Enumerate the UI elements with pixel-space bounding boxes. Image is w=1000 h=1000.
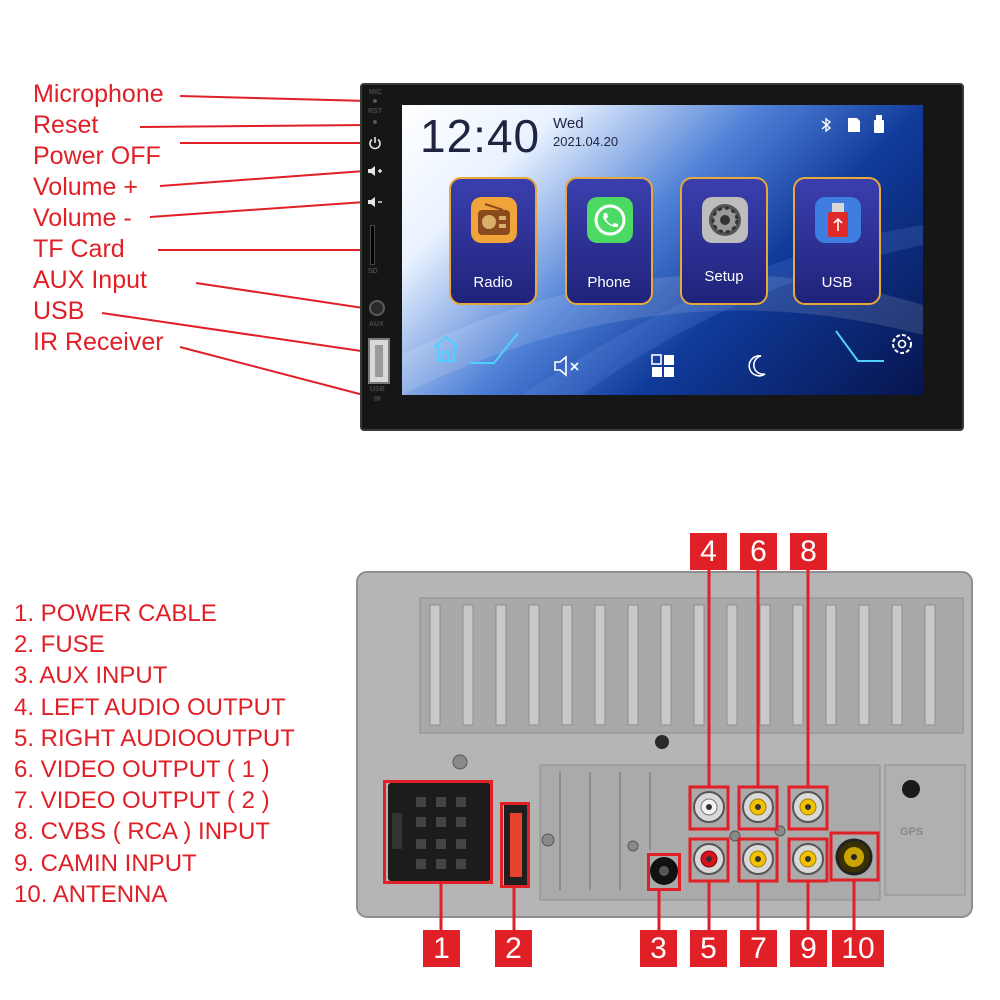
number-badge-1: 1: [423, 930, 460, 967]
clock-day: Wed: [553, 115, 584, 132]
volume-up-icon: [368, 166, 382, 176]
label-volume-up: Volume +: [33, 173, 138, 201]
moon-icon[interactable]: [747, 354, 767, 378]
gps-port-label: GPS: [900, 826, 924, 838]
gear-icon: [702, 197, 748, 243]
front-leader-lines: [101, 95, 376, 399]
number-badge-2: 2: [495, 930, 532, 967]
fuse-holder[interactable]: [504, 805, 528, 885]
rca-video-out-2: [742, 843, 774, 875]
usb-icon: [874, 115, 884, 133]
rca-camin-input: [792, 843, 824, 875]
highlight-power-cable: [383, 780, 493, 884]
label-microphone: Microphone: [33, 80, 164, 108]
tf-card-slot[interactable]: [370, 225, 375, 265]
label-usb: USB: [33, 297, 85, 325]
rear-legend: 1. POWER CABLE 2. FUSE 3. AUX INPUT 4. L…: [14, 598, 295, 910]
app-tile-setup[interactable]: Setup: [680, 177, 768, 305]
number-badge-5: 5: [690, 930, 727, 967]
number-badge-10: 10: [832, 930, 884, 967]
mute-icon[interactable]: [553, 355, 581, 377]
app-tile-radio[interactable]: Radio: [449, 177, 537, 305]
app-label-usb: USB: [821, 274, 853, 291]
label-tf-card: TF Card: [33, 235, 125, 263]
antenna-socket: [835, 838, 873, 876]
phone-icon: [587, 197, 633, 243]
rst-port-label: RST: [368, 108, 382, 115]
legend-item: 7. VIDEO OUTPUT ( 2 ): [14, 787, 270, 815]
app-tile-usb[interactable]: USB: [793, 177, 881, 305]
power-connector[interactable]: [388, 783, 491, 881]
rca-right-audio: [693, 843, 725, 875]
number-badge-4: 4: [690, 533, 727, 570]
legend-item: 10. ANTENNA: [14, 880, 168, 908]
number-badge-8: 8: [790, 533, 827, 570]
mic-hole: [373, 99, 377, 103]
volume-down-icon: [368, 197, 382, 207]
ir-port-label: IR: [374, 396, 381, 403]
number-badge-6: 6: [740, 533, 777, 570]
radio-icon: [471, 197, 517, 243]
rear-aux-jack[interactable]: [650, 857, 678, 885]
touch-screen[interactable]: 12:40 Wed 2021.04.20 Radio: [402, 105, 923, 395]
clock-date: 2021.04.20: [553, 134, 619, 149]
settings-icon[interactable]: [834, 329, 920, 365]
label-power-off: Power OFF: [33, 142, 161, 170]
label-ir-receiver: IR Receiver: [33, 328, 164, 356]
usb-port[interactable]: [368, 338, 390, 384]
aux-port-label: AUX: [369, 321, 384, 328]
app-label-radio: Radio: [473, 274, 513, 291]
number-badge-9: 9: [790, 930, 827, 967]
bluetooth-icon: [821, 117, 832, 133]
clock-time: 12:40: [420, 110, 541, 162]
usb-drive-icon: [815, 197, 861, 243]
app-label-phone: Phone: [587, 274, 631, 291]
rca-left-audio: [693, 791, 725, 823]
legend-item: 9. CAMIN INPUT: [14, 849, 197, 877]
mic-port-label: MIC: [369, 89, 382, 96]
number-badge-7: 7: [740, 930, 777, 967]
apps-grid-icon[interactable]: [651, 354, 675, 378]
label-aux-input: AUX Input: [33, 266, 147, 294]
number-badge-3: 3: [640, 930, 677, 967]
legend-item: 3. AUX INPUT: [14, 662, 168, 690]
usb-port-label: USB: [370, 386, 385, 393]
sd-port-label: SD: [368, 268, 378, 275]
legend-item: 2. FUSE: [14, 631, 105, 659]
app-tile-phone[interactable]: Phone: [565, 177, 653, 305]
legend-item: 1. POWER CABLE: [14, 600, 217, 627]
highlight-fuse: [500, 802, 530, 888]
app-label-setup: Setup: [704, 268, 744, 285]
sd-card-icon: [848, 118, 860, 132]
reset-hole: [373, 120, 377, 124]
power-icon: [369, 137, 381, 150]
legend-item: 6. VIDEO OUTPUT ( 1 ): [14, 756, 270, 784]
legend-item: 4. LEFT AUDIO OUTPUT: [14, 693, 286, 721]
label-volume-down: Volume -: [33, 204, 132, 232]
label-reset: Reset: [33, 111, 99, 139]
legend-item: 5. RIGHT AUDIOOUTPUT: [14, 724, 295, 752]
rca-cvbs-input: [792, 791, 824, 823]
highlight-aux: [647, 853, 681, 891]
rca-video-out-1: [742, 791, 774, 823]
aux-jack[interactable]: [369, 300, 385, 316]
legend-item: 8. CVBS ( RCA ) INPUT: [14, 818, 271, 846]
home-icon[interactable]: [430, 331, 520, 367]
